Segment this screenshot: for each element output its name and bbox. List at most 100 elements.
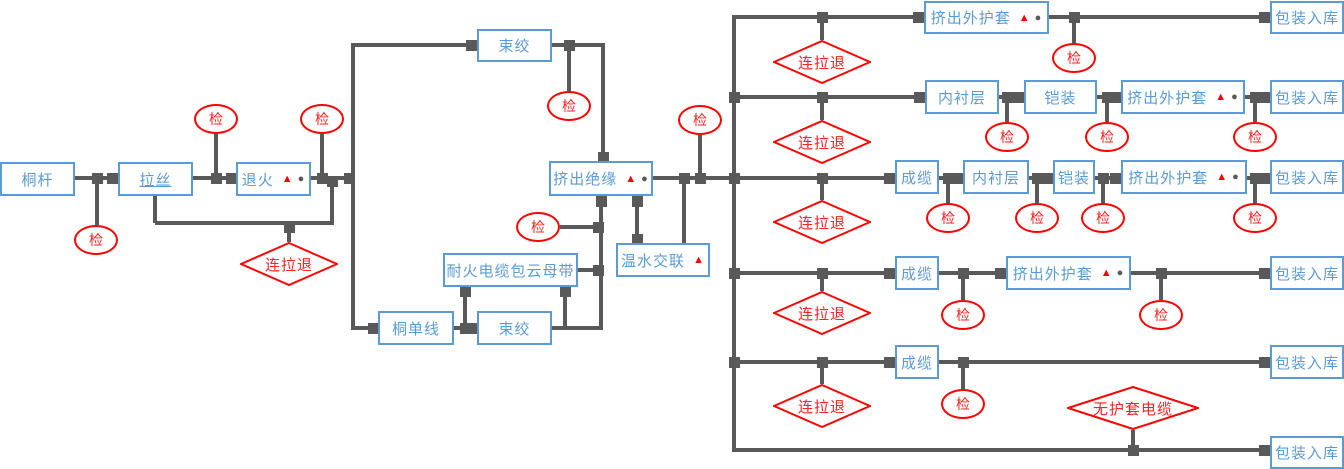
connector-square [317, 173, 328, 184]
connector-square [344, 173, 355, 184]
inspection-node-inspect-row3-armor[interactable]: 检 [1081, 203, 1125, 233]
process-node-bunching-top[interactable]: 束绞 [477, 29, 552, 62]
decision-node-draw-anneal-row5[interactable]: 连拉退 [773, 384, 871, 428]
process-node-outer-sheath-row2[interactable]: 挤出外护套▲● [1121, 80, 1245, 114]
flow-line [463, 287, 467, 328]
flow-line [1159, 273, 1163, 300]
connector-square [1156, 268, 1167, 279]
process-node-cabling-row3[interactable]: 成缆 [895, 160, 939, 194]
process-node-single-wire[interactable]: 桐单线 [378, 311, 454, 345]
connector-square [107, 173, 118, 184]
connector-square [958, 268, 969, 279]
process-label-cabling-row4: 成缆 [900, 265, 933, 283]
inspection-node-inspect-row2-liner[interactable]: 检 [985, 122, 1029, 152]
decision-node-draw-anneal-row4[interactable]: 连拉退 [773, 291, 871, 335]
flow-line [1005, 97, 1009, 122]
inspection-node-inspect-row5-cabling[interactable]: 检 [941, 389, 985, 419]
connector-square [211, 173, 222, 184]
process-node-wire-drawing[interactable]: 拉丝 [118, 162, 193, 196]
process-node-cabling-row4[interactable]: 成缆 [895, 256, 939, 290]
inspection-node-inspect-row2-armor[interactable]: 检 [1085, 122, 1129, 152]
dot-marker-icon: ● [1034, 11, 1043, 24]
decision-node-draw-anneal-left[interactable]: 连拉退 [240, 242, 338, 286]
process-label-single-wire: 桐单线 [391, 320, 440, 338]
process-node-rod[interactable]: 桐杆 [0, 162, 75, 196]
inspection-node-inspect-row4-cabling[interactable]: 检 [941, 300, 985, 330]
connector-square [1002, 92, 1013, 103]
flow-line [577, 268, 603, 272]
flow-line [635, 196, 639, 243]
inspection-label-inspect-row3-sheath: 检 [1248, 210, 1262, 226]
decision-node-draw-anneal-row1[interactable]: 连拉退 [773, 40, 871, 84]
inspection-node-inspect-insulation[interactable]: 检 [678, 105, 722, 135]
process-label-cabling-row5: 成缆 [900, 354, 933, 372]
process-node-outer-sheath-row4[interactable]: 挤出外护套▲● [1006, 256, 1131, 290]
inspection-node-inspect-row3-liner[interactable]: 检 [1015, 203, 1059, 233]
connector-square [1259, 268, 1270, 279]
inspection-node-inspect-row3-cabling[interactable]: 检 [926, 203, 970, 233]
decision-node-draw-anneal-row3[interactable]: 连拉退 [773, 200, 871, 244]
process-node-packaging-row5[interactable]: 包装入库 [1270, 345, 1344, 379]
process-label-insulation-extrusion: 挤出绝缘 [553, 171, 618, 188]
flow-line [1253, 178, 1257, 203]
connector-square [598, 152, 609, 163]
connector-square [1110, 92, 1121, 103]
flow-line [1105, 97, 1109, 122]
inspection-node-inspect-rod[interactable]: 检 [74, 225, 118, 255]
inspection-node-inspect-row2-sheath[interactable]: 检 [1233, 122, 1277, 152]
triangle-marker-icon: ▲ [1018, 11, 1031, 24]
inspection-node-inspect-bunching-top[interactable]: 检 [547, 91, 591, 121]
process-node-packaging-row6[interactable]: 包装入库 [1270, 436, 1344, 469]
connector-square [1069, 12, 1080, 23]
inspection-node-inspect-row3-sheath[interactable]: 检 [1233, 203, 1277, 233]
flow-line [732, 271, 895, 275]
decision-node-draw-anneal-row2[interactable]: 连拉退 [773, 120, 871, 164]
inspection-node-inspect-row4-sheath[interactable]: 检 [1139, 300, 1183, 330]
triangle-marker-icon: ▲ [281, 173, 294, 185]
connector-square [729, 268, 740, 279]
process-node-armoring-row2[interactable]: 铠装 [1024, 80, 1097, 114]
process-node-inner-liner-row2[interactable]: 内衬层 [925, 80, 999, 114]
process-label-fire-resistant-mica-taping: 耐火电缆包云母带 [446, 262, 575, 280]
inspection-node-inspect-bunching-bottom[interactable]: 检 [516, 212, 560, 242]
connector-square [817, 268, 828, 279]
connector-square [943, 173, 954, 184]
process-node-bunching-bottom[interactable]: 束绞 [477, 311, 552, 345]
decision-label-draw-anneal-row4: 连拉退 [797, 305, 846, 323]
flow-line [682, 178, 686, 243]
process-node-packaging-row1[interactable]: 包装入库 [1270, 1, 1344, 34]
inspection-node-inspect-annealing[interactable]: 检 [300, 104, 344, 134]
process-node-warm-water-crosslinking[interactable]: 温水交联▲ [616, 243, 710, 277]
process-node-outer-sheath-row1[interactable]: 挤出外护套▲● [924, 1, 1049, 34]
inspection-node-inspect-drawing[interactable]: 检 [194, 104, 238, 134]
flow-line [946, 178, 950, 203]
decision-label-draw-anneal-row2: 连拉退 [797, 134, 846, 152]
process-node-outer-sheath-row3[interactable]: 挤出外护套▲● [1121, 160, 1247, 194]
connector-square [284, 222, 295, 233]
process-node-packaging-row4[interactable]: 包装入库 [1270, 256, 1344, 290]
process-node-cabling-row5[interactable]: 成缆 [895, 345, 939, 379]
process-node-fire-resistant-mica-taping[interactable]: 耐火电缆包云母带 [443, 253, 578, 287]
inspection-label-inspect-row3-liner: 检 [1030, 210, 1044, 226]
flow-line [820, 178, 824, 200]
process-label-bunching-top: 束绞 [498, 38, 531, 55]
process-node-armoring-row3[interactable]: 铠装 [1053, 160, 1095, 194]
process-node-inner-liner-row3[interactable]: 内衬层 [963, 160, 1029, 194]
process-node-packaging-row3[interactable]: 包装入库 [1270, 160, 1344, 194]
decision-node-unsheathed-cable[interactable]: 无护套电缆 [1067, 386, 1199, 430]
triangle-marker-icon: ▲ [1100, 267, 1113, 279]
flow-line [1101, 178, 1105, 203]
flow-line [732, 95, 925, 99]
process-node-annealing[interactable]: 退火▲● [236, 162, 311, 196]
inspection-node-inspect-row1-sheath[interactable]: 检 [1052, 43, 1096, 73]
flow-line [551, 326, 603, 330]
connector-square [466, 40, 477, 51]
connector-square [913, 12, 924, 23]
process-node-packaging-row2[interactable]: 包装入库 [1270, 80, 1344, 114]
process-node-insulation-extrusion[interactable]: 挤出绝缘▲● [549, 161, 653, 196]
connector-square [1102, 92, 1113, 103]
flow-line [820, 273, 824, 291]
inspection-label-inspect-row4-sheath: 检 [1154, 307, 1168, 323]
inspection-label-inspect-insulation: 检 [693, 112, 707, 128]
